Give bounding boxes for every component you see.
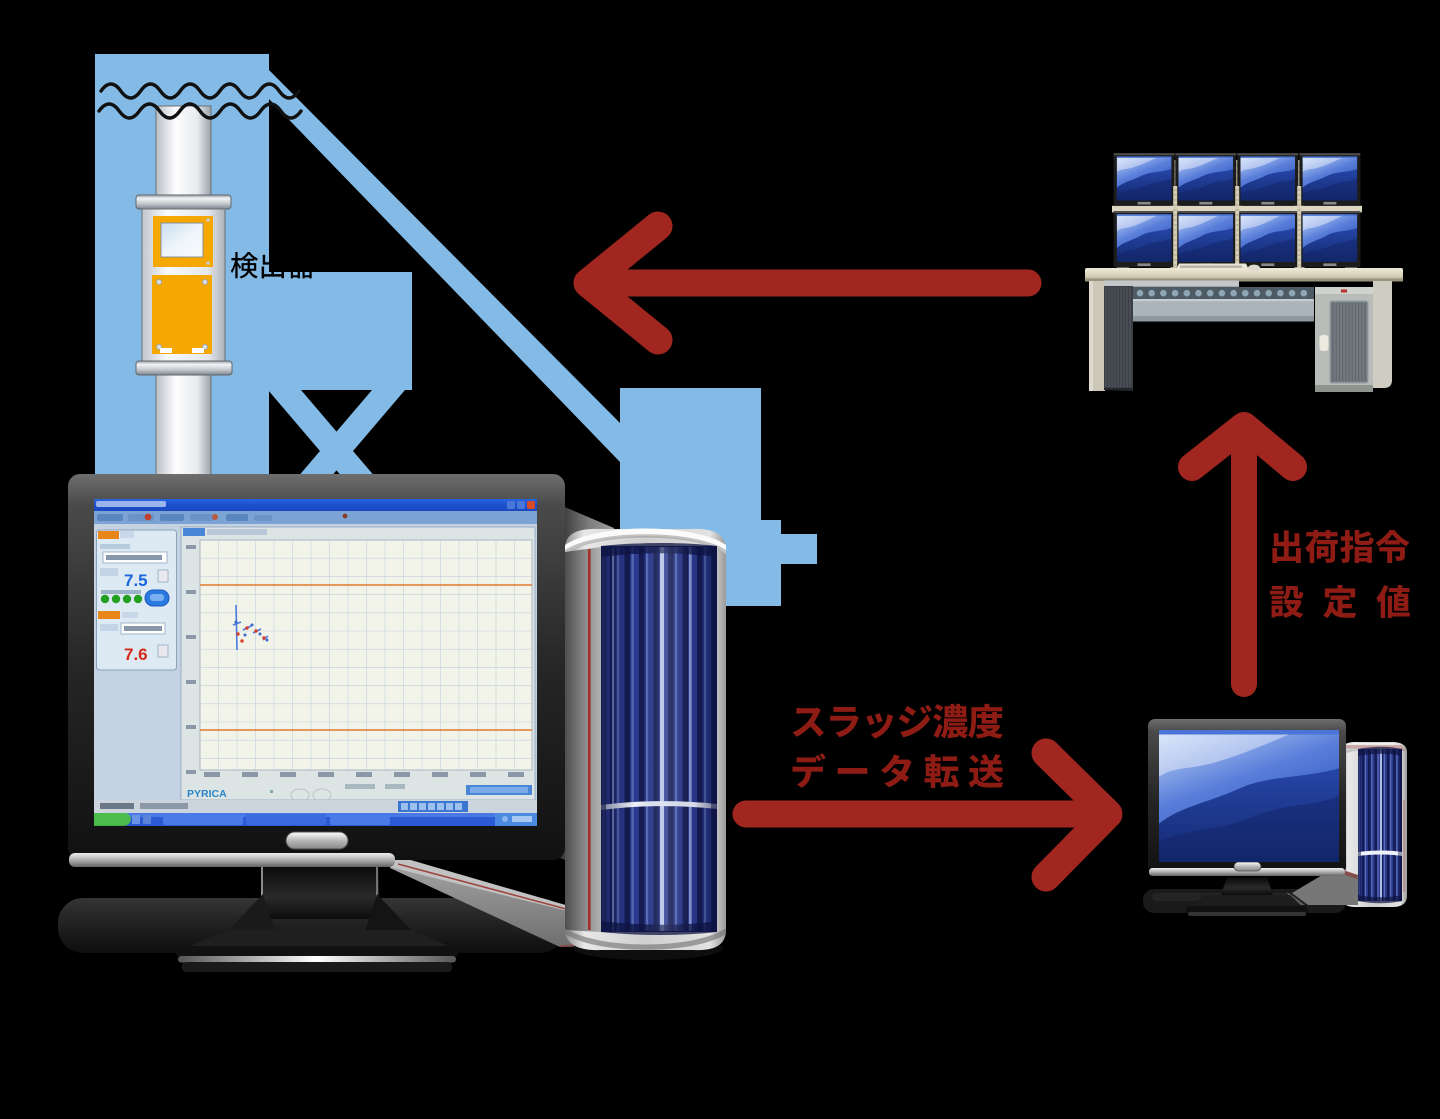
svg-text:PYRICA: PYRICA [187, 788, 227, 800]
svg-text:7.6: 7.6 [124, 645, 148, 664]
svg-text:7.5: 7.5 [124, 571, 148, 590]
